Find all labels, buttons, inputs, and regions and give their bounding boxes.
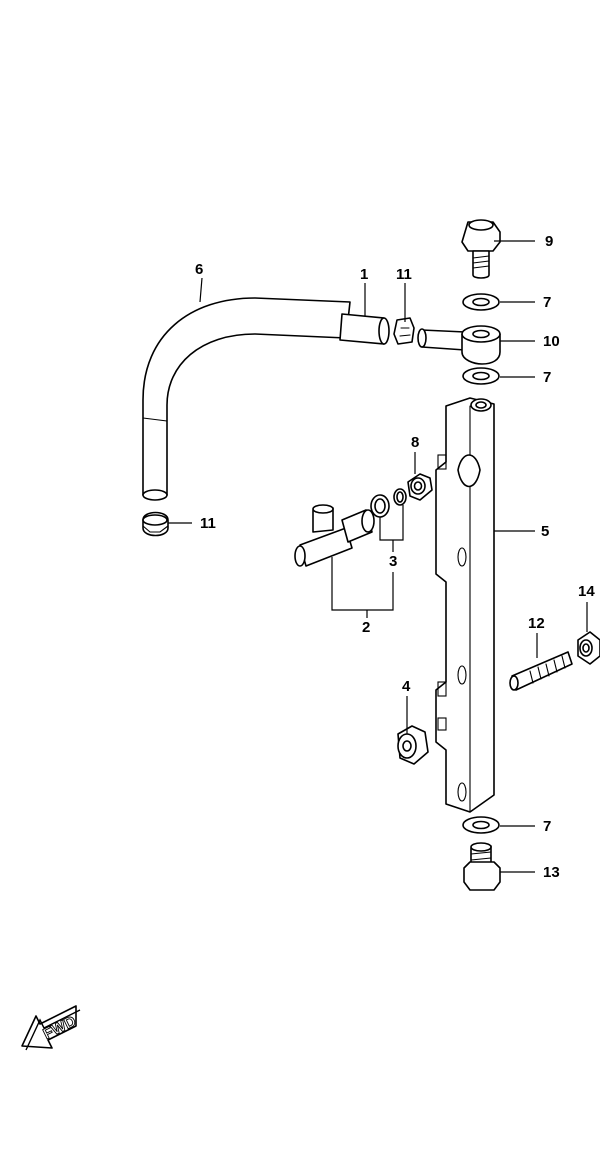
o-ring-part-3 xyxy=(370,488,407,518)
callout-8: 8 xyxy=(411,434,419,451)
callout-12: 12 xyxy=(528,615,545,632)
callout-14: 14 xyxy=(578,583,595,600)
callout-11-lower: 11 xyxy=(200,515,216,532)
hose-clip-part-11-upper xyxy=(393,317,415,345)
callout-4: 4 xyxy=(402,678,411,695)
pressure-regulator-part-2 xyxy=(294,504,375,567)
washer-part-7-top xyxy=(462,293,500,311)
washer-part-7-bottom xyxy=(462,816,500,834)
callout-labels: 6 1 11 9 7 10 7 8 5 11 3 2 14 12 4 7 13 xyxy=(195,233,595,881)
nut-part-14 xyxy=(577,631,600,665)
callout-7-top: 7 xyxy=(543,294,551,311)
callout-9: 9 xyxy=(545,233,553,250)
fwd-direction-arrow: FWD xyxy=(21,1005,81,1051)
callout-3: 3 xyxy=(389,553,397,570)
insulator-part-4 xyxy=(397,725,429,765)
leader-lines xyxy=(168,240,588,873)
banjo-bolt-part-9 xyxy=(461,219,501,279)
fuel-hose-part-6 xyxy=(142,297,351,501)
callout-2: 2 xyxy=(362,619,370,636)
callout-13: 13 xyxy=(543,864,560,881)
cushion-part-8 xyxy=(407,473,433,501)
stud-part-12 xyxy=(509,651,573,691)
callout-1: 1 xyxy=(360,266,368,283)
callout-7-middle: 7 xyxy=(543,369,551,386)
callout-10: 10 xyxy=(543,333,560,350)
fuel-rail-part-5 xyxy=(435,397,495,813)
washer-part-7-middle xyxy=(462,367,500,385)
callout-7-bottom: 7 xyxy=(543,818,551,835)
banjo-connector-part-10 xyxy=(417,325,501,365)
hose-clip-part-11-lower xyxy=(142,511,169,537)
bolt-part-13 xyxy=(463,842,501,891)
callout-11-upper: 11 xyxy=(396,266,412,283)
callout-6: 6 xyxy=(195,261,203,278)
callout-5: 5 xyxy=(541,523,549,540)
hose-part-1 xyxy=(339,313,390,345)
